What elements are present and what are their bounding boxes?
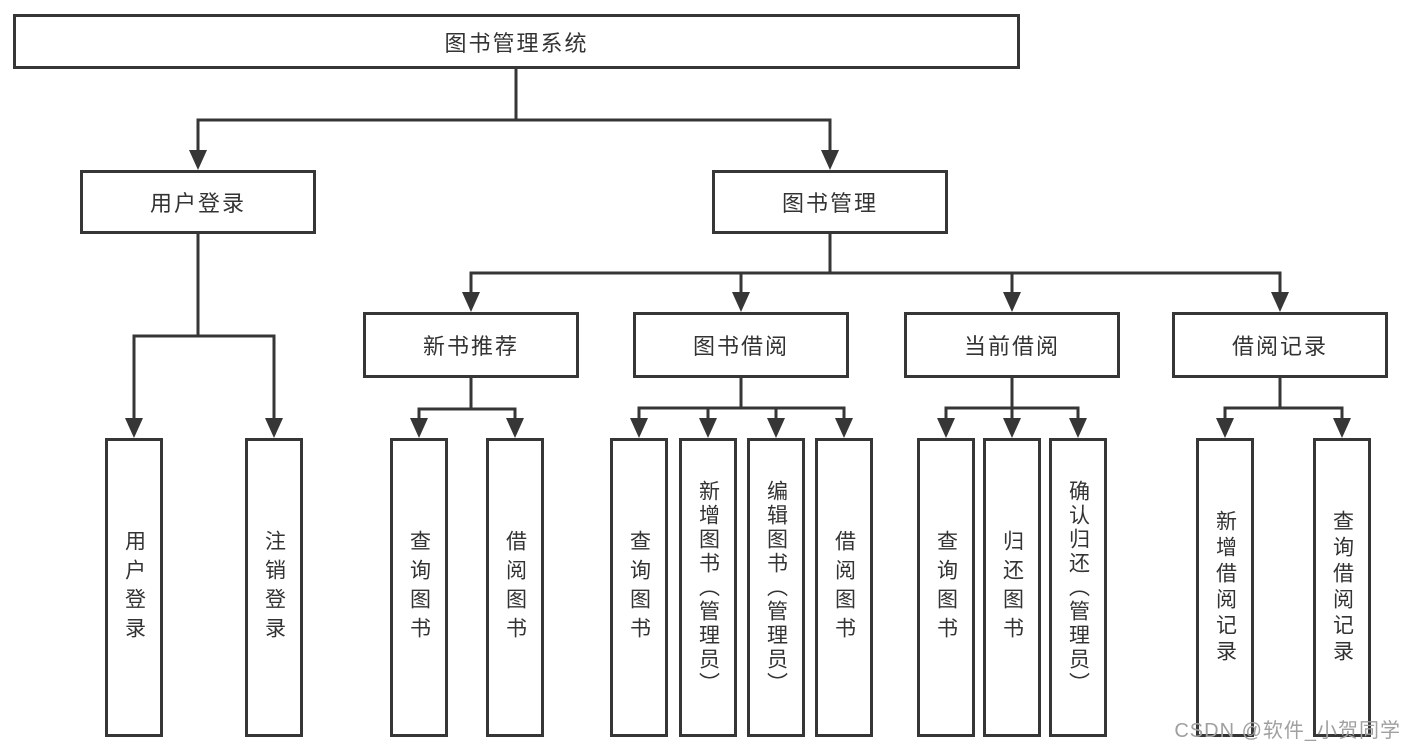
node-current-borrowing: 当前借阅 — [904, 312, 1120, 378]
node-book-management: 图书管理 — [712, 170, 948, 234]
leaf-borrow-books-borrowing: 借阅图书 — [815, 438, 873, 737]
leaf-add-books-admin: 新增图书（管理员） — [679, 438, 737, 737]
leaf-add-borrow-record: 新增借阅记录 — [1196, 438, 1254, 737]
leaf-query-books-borrowing: 查询图书 — [610, 438, 668, 737]
leaf-borrow-books-recommend: 借阅图书 — [486, 438, 544, 737]
leaf-query-borrow-record: 查询借阅记录 — [1313, 438, 1371, 737]
leaf-user-login: 用户登录 — [105, 438, 163, 737]
node-user-login: 用户登录 — [80, 170, 316, 234]
leaf-return-books: 归还图书 — [983, 438, 1041, 737]
arrowheads — [125, 150, 1351, 438]
node-borrowing-records: 借阅记录 — [1172, 312, 1388, 378]
node-library-system: 图书管理系统 — [13, 14, 1020, 69]
leaf-query-books-recommend: 查询图书 — [390, 438, 448, 737]
leaf-query-books-current: 查询图书 — [917, 438, 975, 737]
leaf-confirm-return-admin: 确认归还（管理员） — [1049, 438, 1107, 737]
leaf-logout-login: 注销登录 — [245, 438, 303, 737]
node-new-book-recommendation: 新书推荐 — [363, 312, 579, 378]
node-book-borrowing: 图书借阅 — [633, 312, 849, 378]
leaf-edit-books-admin: 编辑图书（管理员） — [747, 438, 805, 737]
watermark-text: CSDN @软件_小贺同学 — [1174, 720, 1401, 742]
